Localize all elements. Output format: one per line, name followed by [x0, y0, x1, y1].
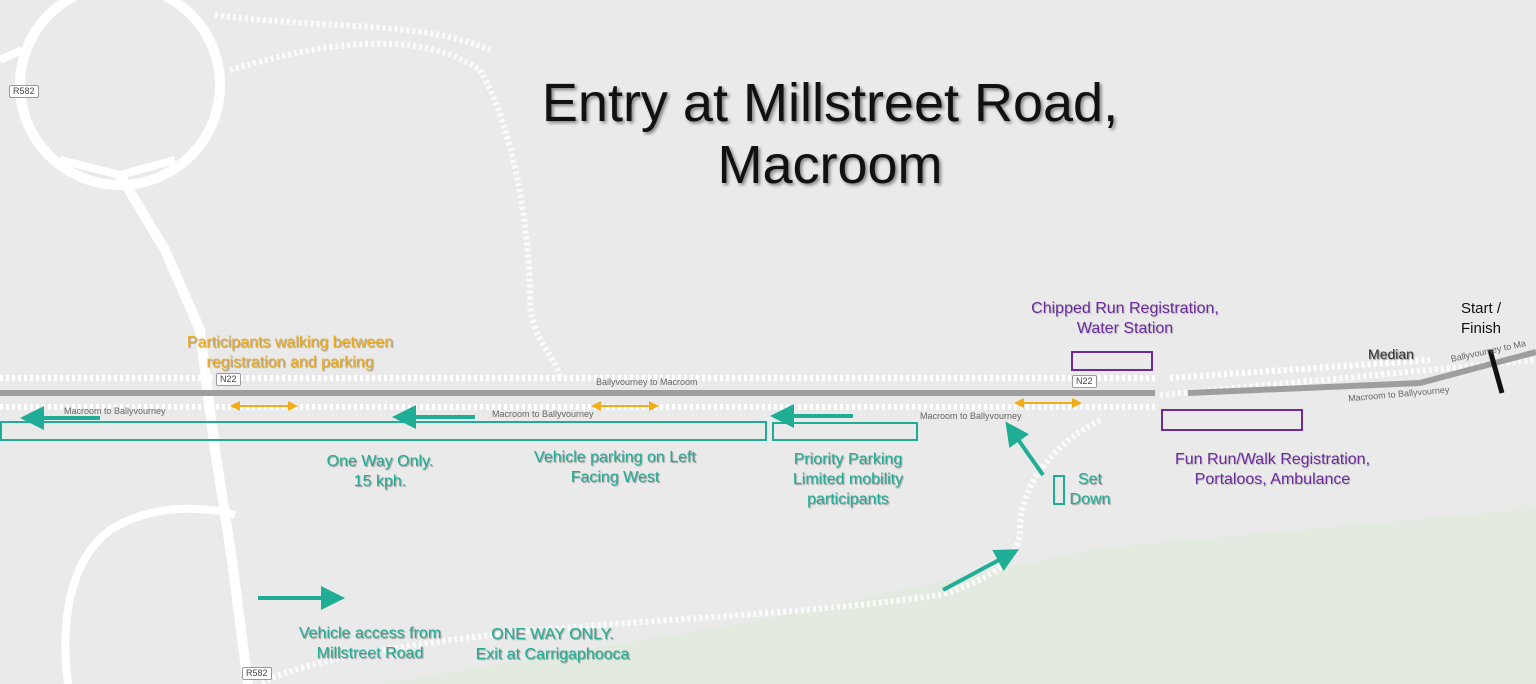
r582-road	[115, 172, 253, 684]
one-way-label: One Way Only. 15 kph.	[326, 453, 434, 490]
one-way-exit-label: ONE WAY ONLY. Exit at Carrigaphooca	[475, 626, 630, 663]
n22-east-section	[1187, 349, 1536, 396]
n22-east-track	[1169, 357, 1431, 381]
road-label-ballyvourney-macroom: Ballyvourney to Macroom	[596, 377, 698, 387]
r582-shield-bottom: R582	[242, 667, 272, 680]
chipped-run-label: Chipped Run Registration, Water Station	[1031, 300, 1219, 337]
arrow-exit	[942, 549, 1020, 592]
median-label: Median	[1368, 346, 1414, 362]
start-finish-label: Start / Finish	[1460, 300, 1501, 337]
participants-walking-label: Participants walking between registratio…	[186, 334, 394, 371]
road-label-macroom-ballyvourney-1: Macroom to Ballyvourney	[64, 406, 166, 416]
road-label-macroom-ballyvourney-3: Macroom to Ballyvourney	[920, 411, 1022, 421]
green-field	[380, 508, 1536, 684]
vehicle-parking-label: Vehicle parking on Left Facing West	[534, 449, 696, 486]
walking-arrows	[230, 398, 1082, 411]
priority-parking-zone	[772, 422, 918, 441]
chipped-run-box	[1071, 351, 1153, 371]
traffic-arrows	[20, 404, 1045, 610]
roundabout	[15, 0, 225, 190]
map-title: Entry at Millstreet Road, Macroom	[470, 72, 1190, 196]
set-down-label: Set Down	[1069, 471, 1111, 508]
arrow-set-down	[1005, 421, 1045, 477]
side-road	[61, 504, 237, 684]
r582-west	[0, 46, 24, 64]
start-finish-line	[1487, 349, 1505, 394]
r582-branch	[59, 156, 177, 180]
fun-run-label: Fun Run/Walk Registration, Portaloos, Am…	[1174, 451, 1371, 488]
n22-shield-right: N22	[1072, 375, 1097, 388]
r582-shield-top: R582	[9, 85, 39, 98]
vehicle-access-label: Vehicle access from Millstreet Road	[298, 625, 442, 662]
priority-parking-label: Priority Parking Limited mobility partic…	[792, 451, 904, 508]
set-down-zone	[1053, 475, 1065, 505]
title-line-1: Entry at Millstreet Road,	[541, 73, 1119, 133]
n22-shield-left: N22	[216, 373, 241, 386]
fun-run-box	[1161, 409, 1303, 431]
parking-zone	[0, 421, 767, 441]
title-line-2: Macroom	[717, 135, 943, 195]
road-label-macroom-ballyvourney-2: Macroom to Ballyvourney	[492, 409, 594, 419]
